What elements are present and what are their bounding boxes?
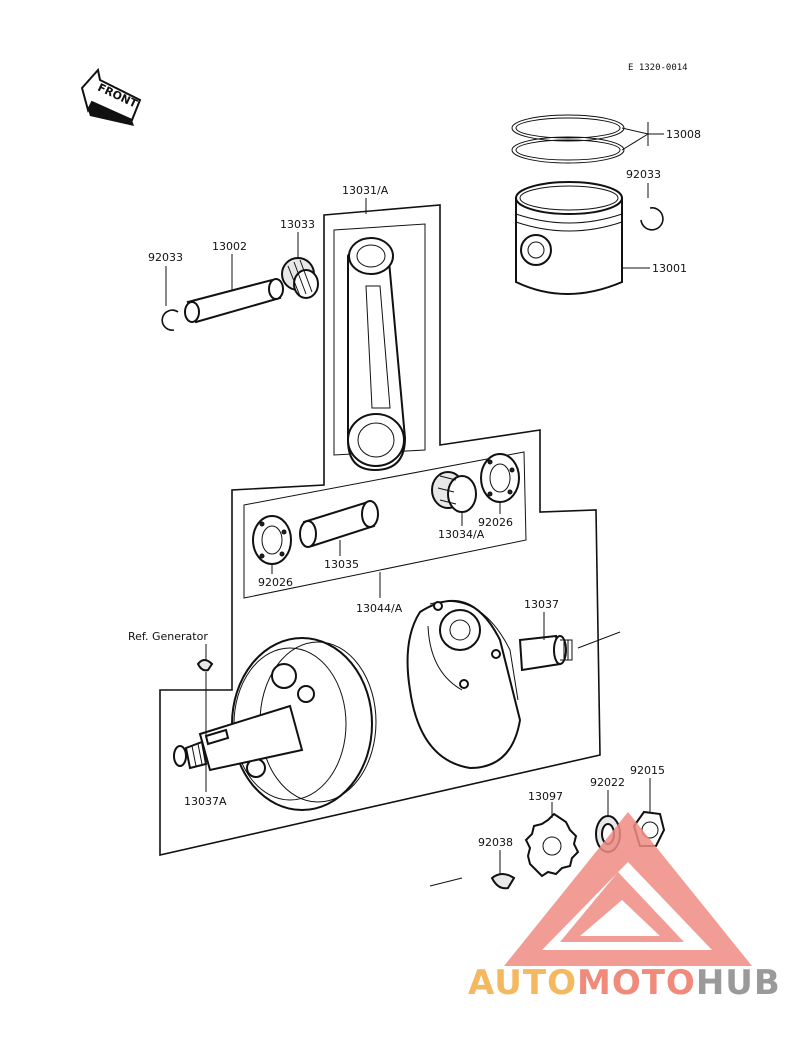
thrust-washer-left: [252, 515, 292, 565]
label-92026-left: 92026: [258, 576, 293, 589]
piston: [515, 181, 650, 295]
watermark-part-auto: AUTO: [468, 963, 577, 1003]
crank-pin: [299, 500, 379, 548]
drive-gear: [524, 812, 580, 878]
label-13097: 13097: [528, 790, 563, 803]
bearing-set-outline: [243, 451, 527, 599]
label-13037A: 13037A: [184, 795, 227, 808]
label-13044: 13044/A: [356, 602, 403, 615]
crankshaft-left-half: [173, 637, 377, 811]
crank-assembly-outline: [159, 204, 601, 857]
thrust-washer-right: [480, 453, 520, 503]
conrod-outline: [333, 223, 426, 456]
watermark-part-hub: HUB: [696, 963, 781, 1003]
label-13002: 13002: [212, 240, 247, 253]
piston-pin: [184, 278, 284, 324]
label-92026-right: 92026: [478, 516, 513, 529]
circlip-left: [161, 309, 179, 331]
label-92033-left: 92033: [148, 251, 183, 264]
watermark-logo: [504, 812, 752, 966]
label-13008: 13008: [666, 128, 701, 141]
woodruff-key: [490, 873, 516, 890]
label-13033: 13033: [280, 218, 315, 231]
front-arrow-icon: FRONT: [80, 67, 142, 126]
label-92033-right: 92033: [626, 168, 661, 181]
circlip-right: [640, 207, 664, 231]
piston-rings: [511, 114, 664, 164]
connecting-rod: [347, 237, 407, 472]
woodruff-key-top: [196, 659, 214, 672]
label-13035: 13035: [324, 558, 359, 571]
big-end-bearing: [431, 471, 477, 513]
label-13034: 13034/A: [438, 528, 485, 541]
label-13037: 13037: [524, 598, 559, 611]
label-92015: 92015: [630, 764, 665, 777]
label-13031: 13031/A: [342, 184, 389, 197]
small-end-bearing: [281, 257, 319, 299]
label-92038: 92038: [478, 836, 513, 849]
crankshaft-right-half: [406, 599, 621, 770]
watermark-part-moto: MOTO: [577, 963, 696, 1003]
watermark-text: AUTOMOTOHUB: [468, 963, 781, 1003]
ref-generator-label: Ref. Generator: [128, 630, 208, 643]
diagram-code: E 1320-0014: [628, 63, 688, 73]
label-13001: 13001: [652, 262, 687, 275]
label-92022: 92022: [590, 776, 625, 789]
